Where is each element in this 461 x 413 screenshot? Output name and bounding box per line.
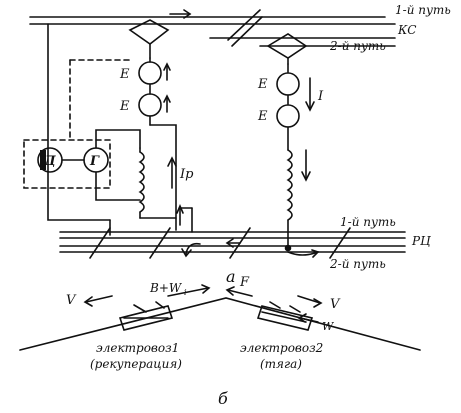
label-speed-right: V bbox=[330, 297, 341, 312]
label-loco2: электровоз2 bbox=[240, 341, 323, 355]
pantograph-left bbox=[128, 19, 170, 59]
excitation-loop bbox=[23, 59, 131, 189]
label-force-left-sub: i bbox=[184, 288, 187, 297]
label-panel-a: а bbox=[226, 267, 236, 286]
motor-generator bbox=[37, 129, 141, 201]
emf-source-left-1 bbox=[138, 61, 162, 85]
label-resistance-right: W bbox=[322, 320, 335, 333]
rails bbox=[59, 227, 406, 259]
label-generator: Г bbox=[89, 154, 100, 169]
emf-source-right-2 bbox=[276, 104, 300, 128]
emf-source-left-2 bbox=[138, 93, 162, 117]
label-speed-left: V bbox=[66, 293, 77, 308]
branch-right bbox=[276, 63, 315, 252]
label-contact-network: КС bbox=[397, 23, 416, 37]
label-rail-circuit: РЦ bbox=[411, 234, 431, 248]
label-track2-top: 2-й путь bbox=[329, 39, 386, 53]
label-track1-top: 1-й путь bbox=[395, 3, 451, 17]
emf-source-right-1 bbox=[276, 72, 300, 96]
slope-profile bbox=[19, 284, 421, 351]
label-emf-left-2: E bbox=[119, 99, 130, 114]
label-force-left: B+W bbox=[149, 281, 183, 295]
locomotive-1 bbox=[118, 301, 174, 331]
label-force-right: F bbox=[239, 275, 250, 290]
label-emf-left-1: E bbox=[119, 67, 130, 82]
label-track1-bottom: 1-й путь bbox=[340, 215, 396, 229]
locomotive-2 bbox=[256, 301, 314, 331]
label-current-Ip: Iр bbox=[179, 167, 194, 182]
label-loco1-mode: (рекуперация) bbox=[90, 357, 182, 371]
label-track2-bottom: 2-й путь bbox=[329, 257, 386, 271]
label-emf-right-1: E bbox=[257, 77, 268, 92]
label-motor: Д bbox=[43, 154, 56, 169]
contact-network bbox=[29, 9, 396, 47]
label-loco1: электровоз1 bbox=[96, 341, 179, 355]
label-loco2-mode: (тяга) bbox=[260, 357, 302, 371]
label-current-I: I bbox=[317, 89, 324, 104]
branch-left bbox=[138, 57, 193, 233]
field-winding-left bbox=[138, 147, 177, 219]
label-emf-right-2: E bbox=[257, 109, 268, 124]
label-panel-b: б bbox=[218, 389, 228, 408]
pantograph-right bbox=[266, 33, 308, 65]
